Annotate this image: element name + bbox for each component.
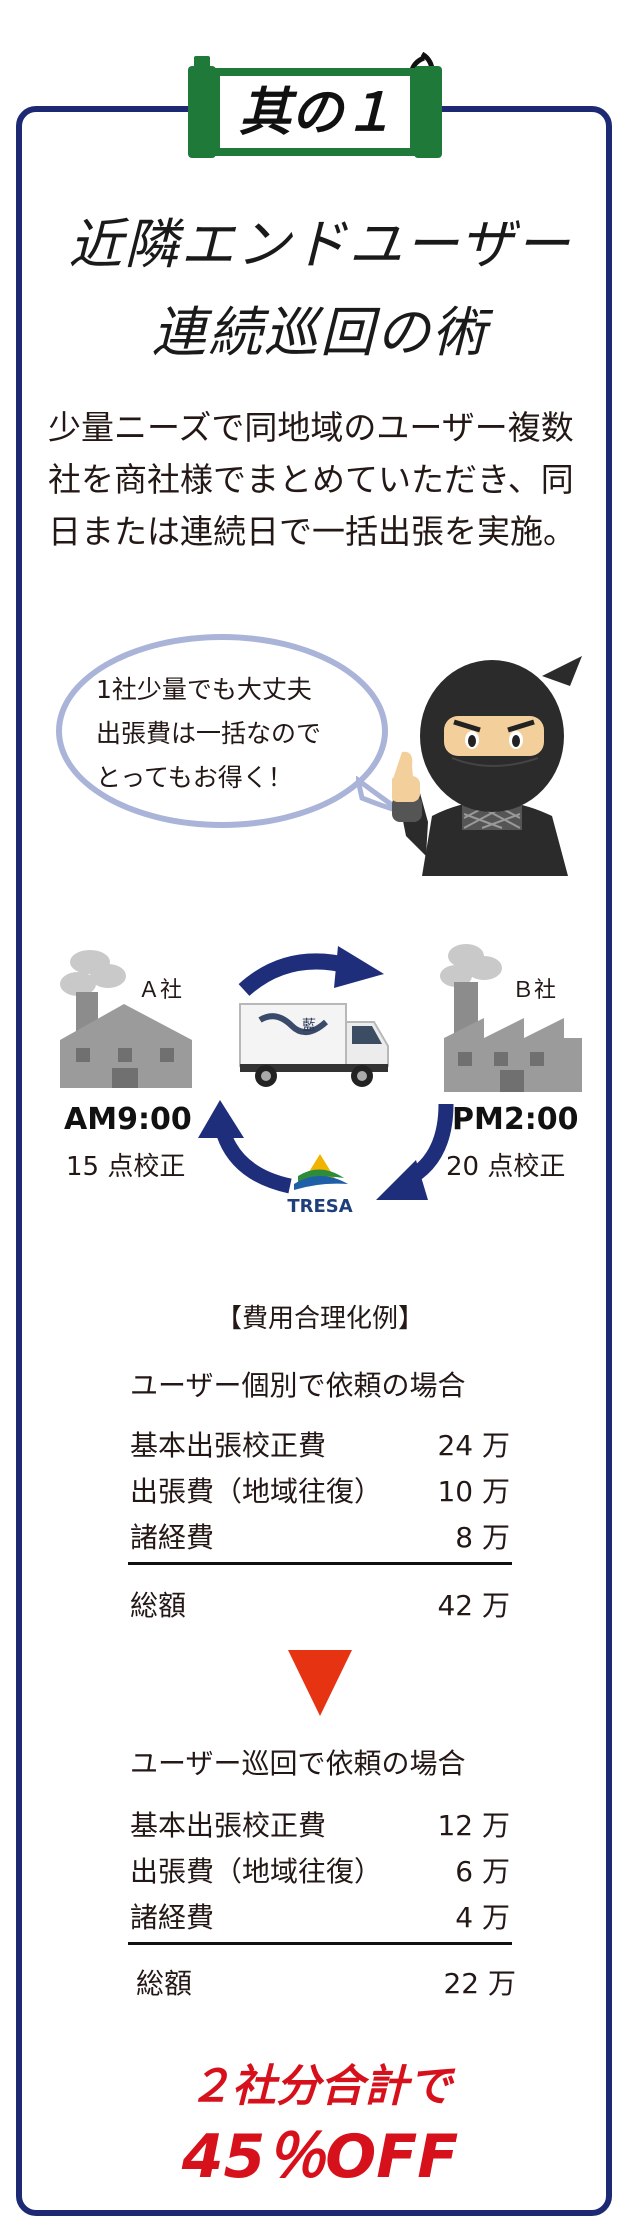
tour-row-3: 諸経費 4 万 [130, 1901, 510, 1934]
factory-a-icon [60, 950, 192, 1088]
individual-row-1: 基本出張校正費 24 万 [130, 1429, 510, 1462]
bubble-line-3: とってもお得く！ [96, 763, 293, 792]
factory-b-icon [440, 944, 582, 1092]
time-a: AM9:00 [64, 1102, 192, 1137]
lead-paragraph: 少量ニーズで同地域のユーザー複数社を商社様でまとめていただき、同日または連続日で… [48, 408, 576, 551]
arrow-b-to-tresa-icon [376, 1103, 454, 1200]
truck-icon: 藍 [239, 1003, 389, 1087]
company-a-label: Ａ社 [138, 978, 183, 1003]
bubble-text: 1社少量でも大丈夫 出張費は一括なので とってもお得く！ [96, 668, 358, 800]
ninja-icon [392, 656, 582, 876]
tresa-logo [294, 1154, 348, 1190]
bubble-line-2: 出張費は一括なので [96, 719, 322, 748]
tab-label: 其の１ [238, 82, 395, 143]
speech-bubble [56, 634, 388, 828]
company-b-label: Ｂ社 [512, 978, 557, 1003]
scroll-banner-icon [188, 52, 442, 158]
promo-line-1: ２社分合計で [188, 2061, 452, 2112]
count-a: 15 点校正 [66, 1152, 186, 1182]
individual-case-title: ユーザー個別で依頼の場合 [130, 1369, 466, 1402]
individual-row-3: 諸経費 8 万 [130, 1521, 510, 1554]
tresa-logo-text: TRESA [287, 1196, 353, 1217]
tour-divider [128, 1942, 512, 1945]
down-triangle-icon [288, 1650, 352, 1716]
count-b: 20 点校正 [446, 1152, 566, 1182]
tour-total-row: 総額 22 万 [136, 1967, 516, 2000]
time-b: PM2:00 [452, 1102, 579, 1137]
tour-row-2: 出張費（地域往復） 6 万 [130, 1855, 510, 1888]
bubble-line-1: 1社少量でも大丈夫 [96, 675, 312, 704]
svg-text:藍: 藍 [302, 1018, 316, 1034]
individual-total-row: 総額 42 万 [130, 1589, 510, 1622]
individual-row-2: 出張費（地域往復） 10 万 [130, 1475, 510, 1508]
heading-line-1: 近隣エンドユーザー [68, 213, 572, 276]
individual-divider [128, 1562, 512, 1565]
example-title: 【費用合理化例】 [215, 1304, 424, 1334]
arrow-tresa-to-a-icon [198, 1100, 292, 1194]
heading-line-2: 連続巡回の術 [152, 301, 488, 364]
tour-row-1: 基本出張校正費 12 万 [130, 1809, 510, 1842]
arrow-a-to-b-icon [238, 946, 384, 997]
tour-case-title: ユーザー巡回で依頼の場合 [130, 1747, 466, 1780]
promo-line-2: 45％OFF [181, 2122, 459, 2192]
